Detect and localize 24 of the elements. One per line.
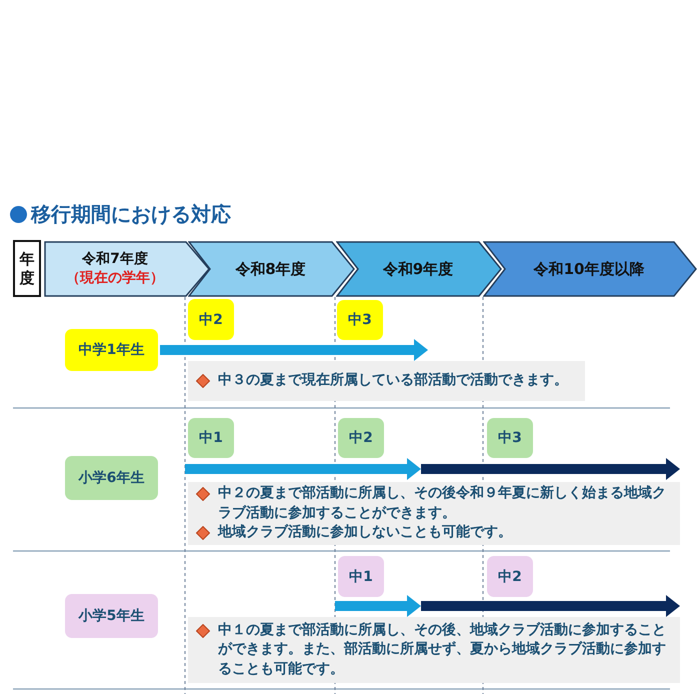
note-box	[188, 361, 585, 401]
year-label: 令和8年度	[235, 260, 306, 278]
note-box	[188, 482, 680, 545]
note-text: 中３の夏まで現在所属している部活動で活動できます。	[218, 371, 569, 390]
school-year-badge: 中2	[487, 556, 533, 597]
note-text: 地域クラブ活動に参加しないことも可能です。	[218, 523, 513, 542]
year-label: 令和7年度	[82, 250, 148, 269]
grade-box: 中学1年生	[65, 329, 158, 371]
year-label: 令和10年度以降	[534, 260, 644, 278]
note-text: 中１の夏まで部活動に所属し、その後、地域クラブ活動に参加することができます。また、部活動に所属せず、夏から地域クラブ活動に参加することも可能です。	[218, 620, 667, 679]
school-year-badge: 中3	[337, 300, 383, 340]
current-grade-label: （現在の学年）	[66, 269, 164, 288]
school-year-badge: 中1	[338, 556, 384, 597]
school-year-badge: 中2	[188, 299, 234, 340]
school-year-badge: 中3	[487, 418, 533, 458]
title: 移行期間における対応	[31, 201, 231, 227]
grade-box: 小学5年生	[65, 594, 158, 638]
note-box	[188, 617, 680, 683]
school-year-badge: 中1	[188, 418, 234, 458]
header-box: 年度	[13, 240, 41, 297]
grade-box: 小学6年生	[65, 456, 158, 500]
year-label: 令和9年度	[382, 260, 454, 278]
note-text: 中２の夏まで部活動に所属し、その後令和９年夏に新しく始まる地域クラブ活動に参加することができます。	[218, 484, 667, 523]
school-year-badge: 中2	[338, 418, 384, 458]
